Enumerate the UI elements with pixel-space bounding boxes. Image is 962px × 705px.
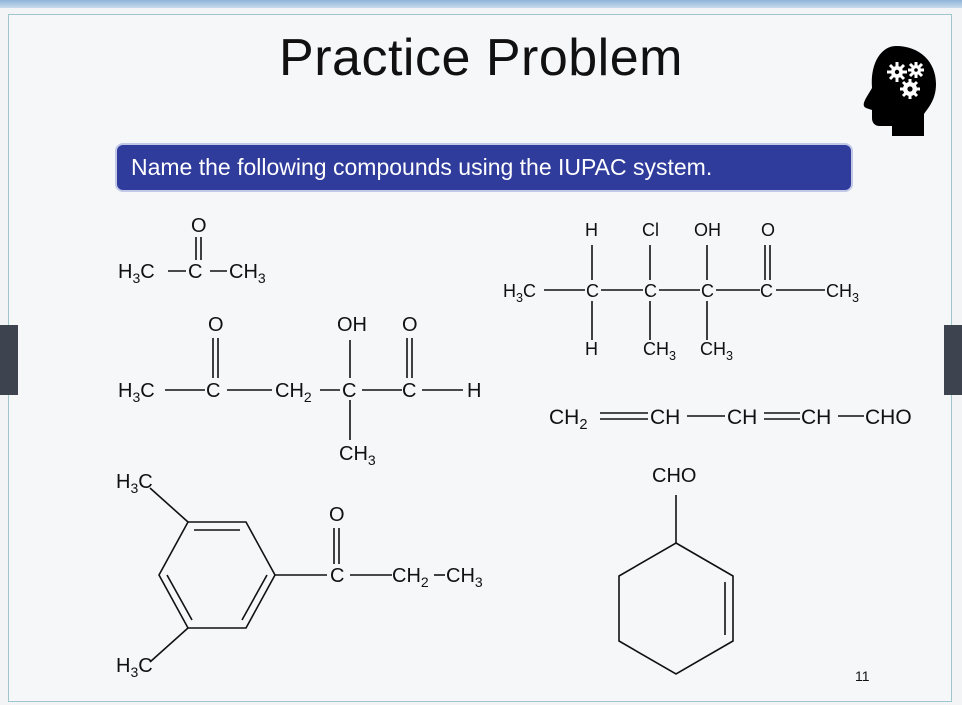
compound-2 (165, 338, 463, 440)
c5-methylene: CH2 (549, 406, 588, 433)
c2-hydroxyl: OH (337, 314, 367, 336)
c4-carbon-3: C (701, 281, 714, 301)
c3-oxygen: O (329, 504, 345, 526)
c2-methylene: CH2 (275, 380, 312, 405)
c4-left-methyl: H3C (503, 281, 536, 305)
previous-slide-tab[interactable] (0, 325, 18, 395)
c3-methyl-bottom: H3C (116, 655, 153, 680)
c2-carbon-3: C (402, 380, 416, 402)
next-slide-tab[interactable] (944, 325, 962, 395)
c2-methyl-branch: CH3 (339, 443, 376, 468)
c4-carbon-1: C (586, 281, 599, 301)
compound-1 (168, 237, 227, 272)
c2-hydrogen: H (467, 380, 481, 402)
top-strip (0, 0, 962, 8)
c1-oxygen: O (191, 215, 207, 237)
compound-3 (149, 487, 445, 663)
c4-chlorine: Cl (642, 220, 659, 240)
c2-carbon-2: C (342, 380, 356, 402)
compound-4 (544, 245, 825, 340)
c5-aldehyde: CHO (865, 406, 912, 429)
instruction-banner: Name the following compounds using the I… (115, 143, 853, 192)
c4-carbon-2: C (644, 281, 657, 301)
c4-methyl-branch-b: CH3 (700, 339, 733, 363)
compound-6 (618, 495, 734, 675)
c3-methyl-top: H3C (116, 471, 153, 496)
c2-carbon-1: C (206, 380, 220, 402)
c2-oxygen-2: O (402, 314, 418, 336)
c3-carbonyl-carbon: C (330, 565, 344, 587)
c5-methine-c: CH (801, 406, 831, 429)
c1-right-methyl: CH3 (229, 261, 266, 286)
c2-left-methyl: H3C (118, 380, 155, 405)
c2-oxygen-1: O (208, 314, 224, 336)
page-title: Practice Problem (279, 29, 683, 87)
compound-5 (600, 412, 864, 420)
c4-carbon-4: C (760, 281, 773, 301)
c3-methylene: CH2 (392, 565, 429, 590)
c4-hydrogen-bottom: H (585, 339, 598, 359)
c5-methine-b: CH (727, 406, 757, 429)
brain-gears-icon (863, 46, 936, 136)
c4-right-methyl: CH3 (826, 281, 859, 305)
c4-oxygen: O (761, 220, 775, 240)
c1-left-methyl: H3C (118, 261, 155, 286)
c6-aldehyde: CHO (652, 465, 696, 487)
page-number: 11 (855, 668, 870, 684)
c3-terminal-methyl: CH3 (446, 565, 483, 590)
c1-carbonyl-carbon: C (188, 261, 202, 283)
c4-hydrogen-top: H (585, 220, 598, 240)
c5-methine-a: CH (650, 406, 680, 429)
c4-hydroxyl: OH (694, 220, 721, 240)
c4-methyl-branch-a: CH3 (643, 339, 676, 363)
